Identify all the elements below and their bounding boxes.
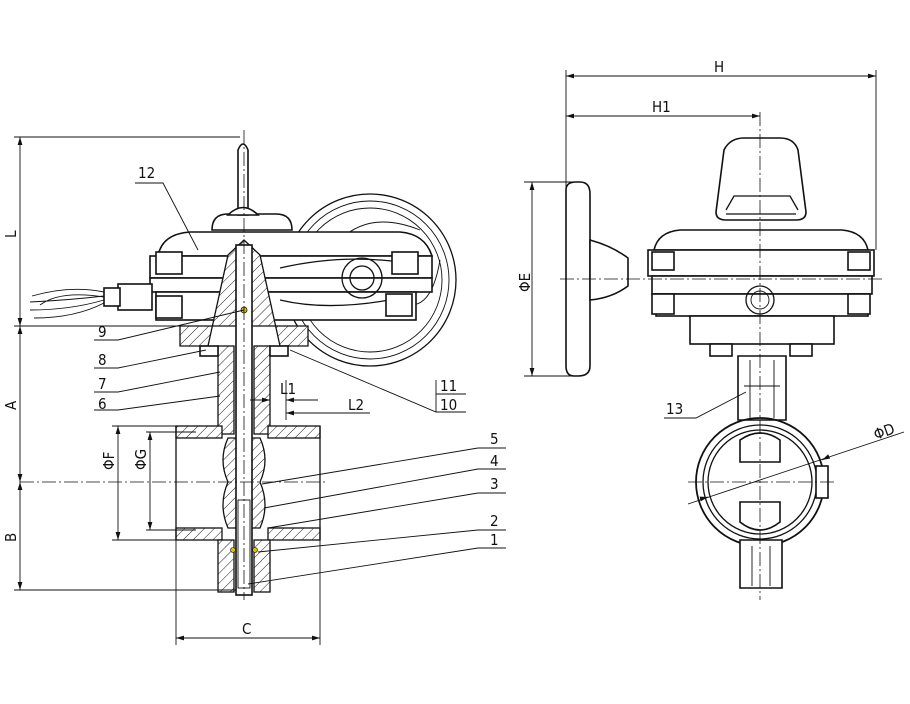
dim-A: A	[2, 400, 20, 410]
part-leaders-left	[94, 182, 506, 585]
part-10: 10	[440, 396, 457, 414]
part-4: 4	[490, 452, 499, 470]
part-8: 8	[98, 351, 107, 369]
dim-B: B	[2, 533, 20, 542]
part-12: 12	[138, 164, 155, 182]
left-dimensions	[14, 136, 370, 645]
dim-phiD: ΦD	[871, 420, 897, 444]
dim-L1: L1	[280, 380, 296, 398]
position-indicator	[237, 143, 249, 216]
part-3: 3	[490, 475, 499, 493]
side-view: H H1 ΦE ΦD 13	[516, 58, 905, 600]
dim-H: H	[714, 58, 724, 76]
body-neck	[737, 355, 787, 421]
section-view: L A B ΦF ΦG C L1 L2 12 9 8 7 6 11 10	[2, 130, 506, 645]
dim-L2: L2	[348, 396, 364, 414]
part-11: 11	[440, 377, 457, 395]
part-13: 13	[666, 400, 683, 418]
dim-L: L	[2, 230, 20, 238]
dim-phiG: ΦG	[132, 449, 150, 470]
part-9: 9	[98, 323, 107, 341]
dim-phiE: ΦE	[516, 273, 534, 292]
dim-phiF: ΦF	[100, 452, 118, 470]
part-7: 7	[98, 375, 107, 393]
dim-C: C	[242, 620, 251, 638]
part-2: 2	[490, 512, 499, 530]
cable-gland	[29, 283, 153, 319]
part-1: 1	[490, 531, 499, 549]
part-6: 6	[98, 395, 107, 413]
dim-H1: H1	[652, 98, 671, 116]
position-indicator-front	[715, 137, 807, 221]
part-5: 5	[490, 430, 499, 448]
right-dimensions	[524, 70, 905, 505]
gearbox-housing	[149, 213, 434, 321]
gearbox-front	[653, 229, 869, 251]
